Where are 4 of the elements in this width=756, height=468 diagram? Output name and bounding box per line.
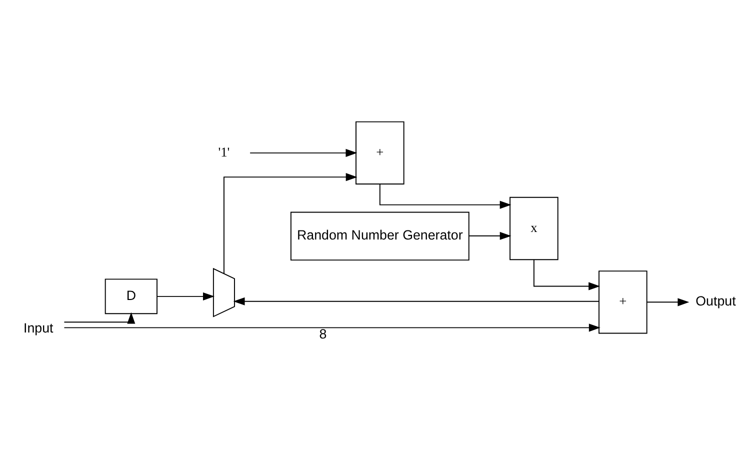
node-text: Output (696, 294, 736, 309)
node-text: Input (23, 320, 54, 336)
node-text: '1' (218, 144, 230, 160)
edge-label: 8 (319, 326, 327, 342)
